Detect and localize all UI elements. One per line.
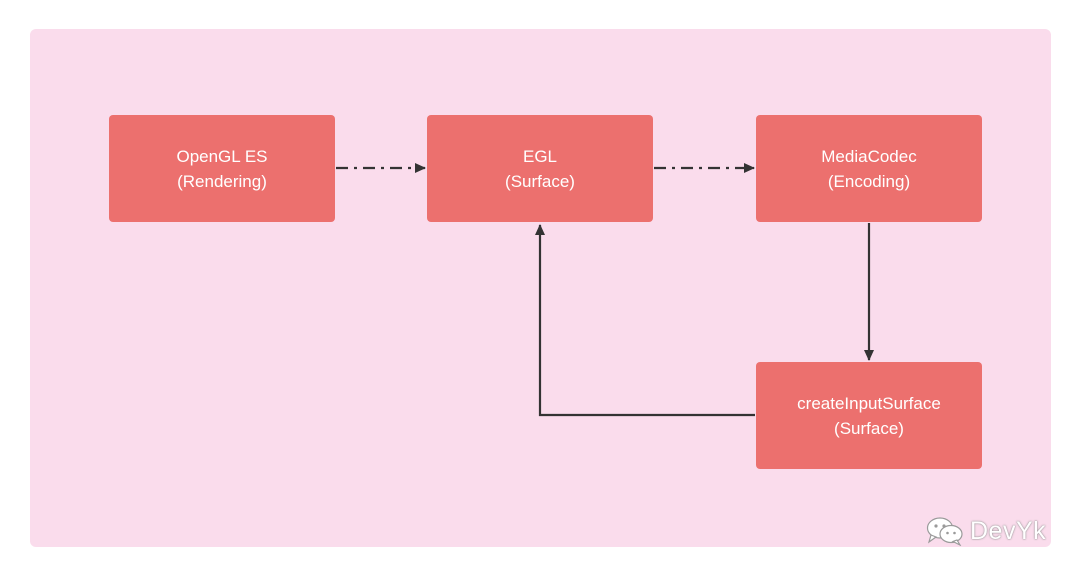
node-opengl-es-subtitle: (Rendering) [177,171,267,191]
node-create-input-surface-title: createInputSurface [797,393,941,413]
node-egl-title: EGL [522,146,558,166]
node-create-input-surface: createInputSurface (Surface) [756,362,982,469]
node-opengl-es: OpenGL ES (Rendering) [109,115,335,222]
diagram-background [30,29,1051,547]
watermark-text: DevYk [970,516,1047,545]
node-egl: EGL (Surface) [427,115,653,222]
watermark: DevYk [926,514,1046,548]
node-mediacodec-subtitle: (Encoding) [827,171,911,191]
node-opengl-es-title: OpenGL ES [176,146,268,166]
node-mediacodec: MediaCodec (Encoding) [756,115,982,222]
node-create-input-surface-subtitle: (Surface) [834,418,904,438]
node-egl-subtitle: (Surface) [505,171,575,191]
node-mediacodec-title: MediaCodec [821,146,917,166]
wechat-icon [926,516,964,546]
